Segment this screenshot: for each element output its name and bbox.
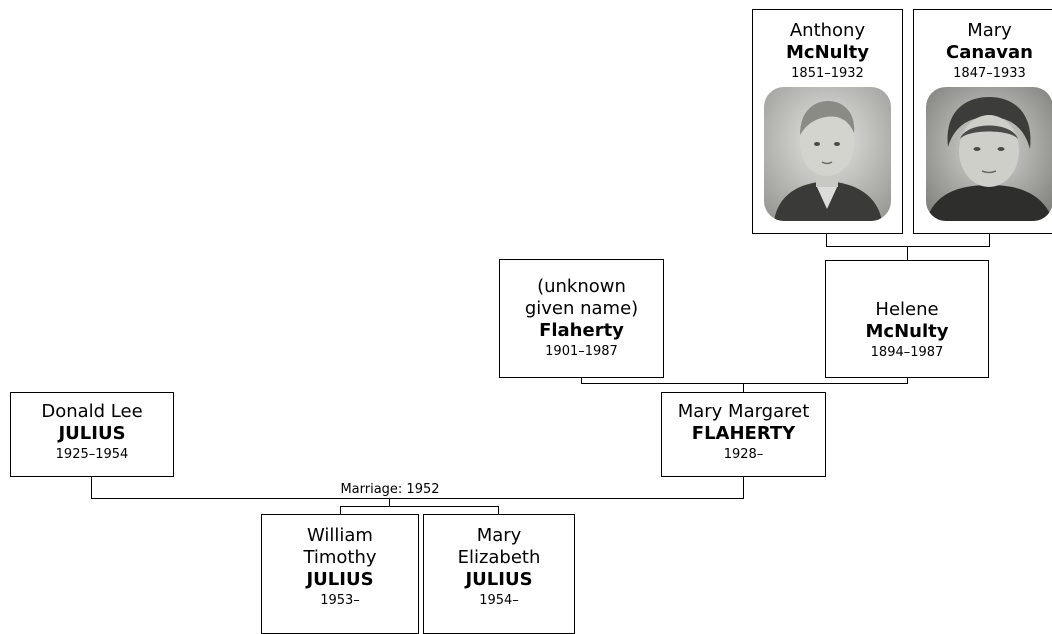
person-card-donald-julius[interactable]: Donald Lee JULIUS 1925–1954: [10, 392, 174, 477]
given-name-line-1: Mary: [476, 525, 522, 546]
life-dates: 1901–1987: [545, 344, 618, 359]
life-dates: 1928–: [723, 447, 764, 462]
surname: JULIUS: [58, 423, 126, 444]
connector-lines: [91, 234, 990, 514]
life-dates: 1847–1933: [953, 66, 1026, 81]
life-dates: 1954–: [479, 593, 519, 608]
life-dates: 1953–: [320, 593, 360, 608]
surname: JULIUS: [465, 569, 533, 590]
given-name: Mary: [967, 20, 1012, 41]
given-name-line-1: (unknown: [537, 276, 626, 297]
given-name: Helene: [875, 299, 939, 320]
person-card-mary-elizabeth-julius[interactable]: Mary Elizabeth JULIUS 1954–: [423, 514, 575, 634]
given-name-line-2: Timothy: [303, 547, 377, 568]
couple-connector-mcnulty-canavan: [826, 234, 990, 247]
person-card-william-julius[interactable]: William Timothy JULIUS 1953–: [261, 514, 419, 634]
surname: Canavan: [945, 42, 1033, 63]
surname: FLAHERTY: [691, 423, 796, 444]
person-card-mary-canavan[interactable]: Mary Canavan 1847–1933: [913, 9, 1052, 234]
given-name-line-2: given name): [524, 298, 639, 319]
given-name: Donald Lee: [41, 401, 143, 422]
given-name-line-2: Elizabeth: [457, 547, 541, 568]
person-card-helene-mcnulty[interactable]: Helene McNulty 1894–1987: [825, 260, 989, 378]
surname: McNulty: [786, 42, 869, 63]
couple-connector-flaherty-mcnulty: [581, 378, 908, 384]
surname: Flaherty: [539, 320, 624, 341]
surname: JULIUS: [306, 569, 374, 590]
marriage-label: Marriage: 1952: [340, 481, 440, 498]
children-connector-bar: [340, 506, 499, 514]
life-dates: 1851–1932: [791, 66, 864, 81]
woman-portrait-photo: [926, 87, 1052, 221]
person-card-anthony-mcnulty[interactable]: Anthony McNulty 1851–1932: [752, 9, 903, 234]
given-name-line-1: William: [307, 525, 373, 546]
surname: McNulty: [865, 321, 949, 342]
life-dates: 1925–1954: [55, 447, 129, 462]
given-name: Mary Margaret: [677, 401, 810, 422]
boy-portrait-photo: [764, 87, 891, 221]
life-dates: 1894–1987: [870, 345, 944, 360]
given-name: Anthony: [789, 20, 866, 41]
couple-connector-julius-flaherty: [91, 477, 744, 499]
person-card-unknown-flaherty[interactable]: (unknown given name) Flaherty 1901–1987: [499, 259, 664, 378]
person-card-mary-margaret-flaherty[interactable]: Mary Margaret FLAHERTY 1928–: [661, 392, 826, 477]
